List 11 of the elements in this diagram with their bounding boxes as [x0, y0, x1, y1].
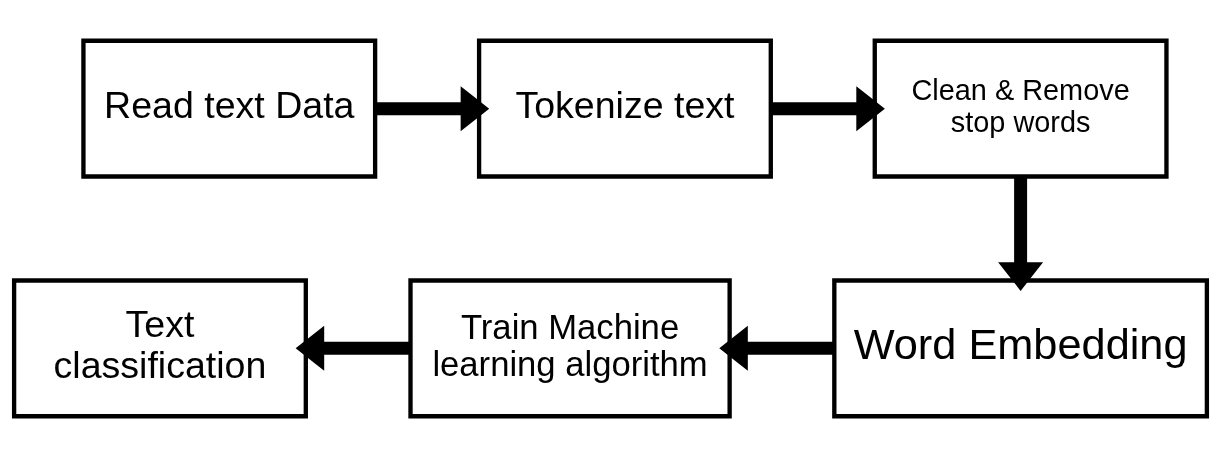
arrow	[719, 325, 835, 371]
arrow	[771, 86, 885, 132]
node-box: Read text Data	[81, 38, 378, 179]
arrow	[375, 86, 490, 132]
node-box: Text classification	[11, 278, 308, 419]
node-box: Clean & Remove stop words	[872, 38, 1169, 179]
arrow	[998, 176, 1044, 291]
node-box: Train Machine learning algorithm	[408, 278, 732, 419]
node-box: Word Embedding	[832, 278, 1210, 419]
arrow	[295, 325, 411, 371]
node-box: Tokenize text	[476, 38, 773, 179]
